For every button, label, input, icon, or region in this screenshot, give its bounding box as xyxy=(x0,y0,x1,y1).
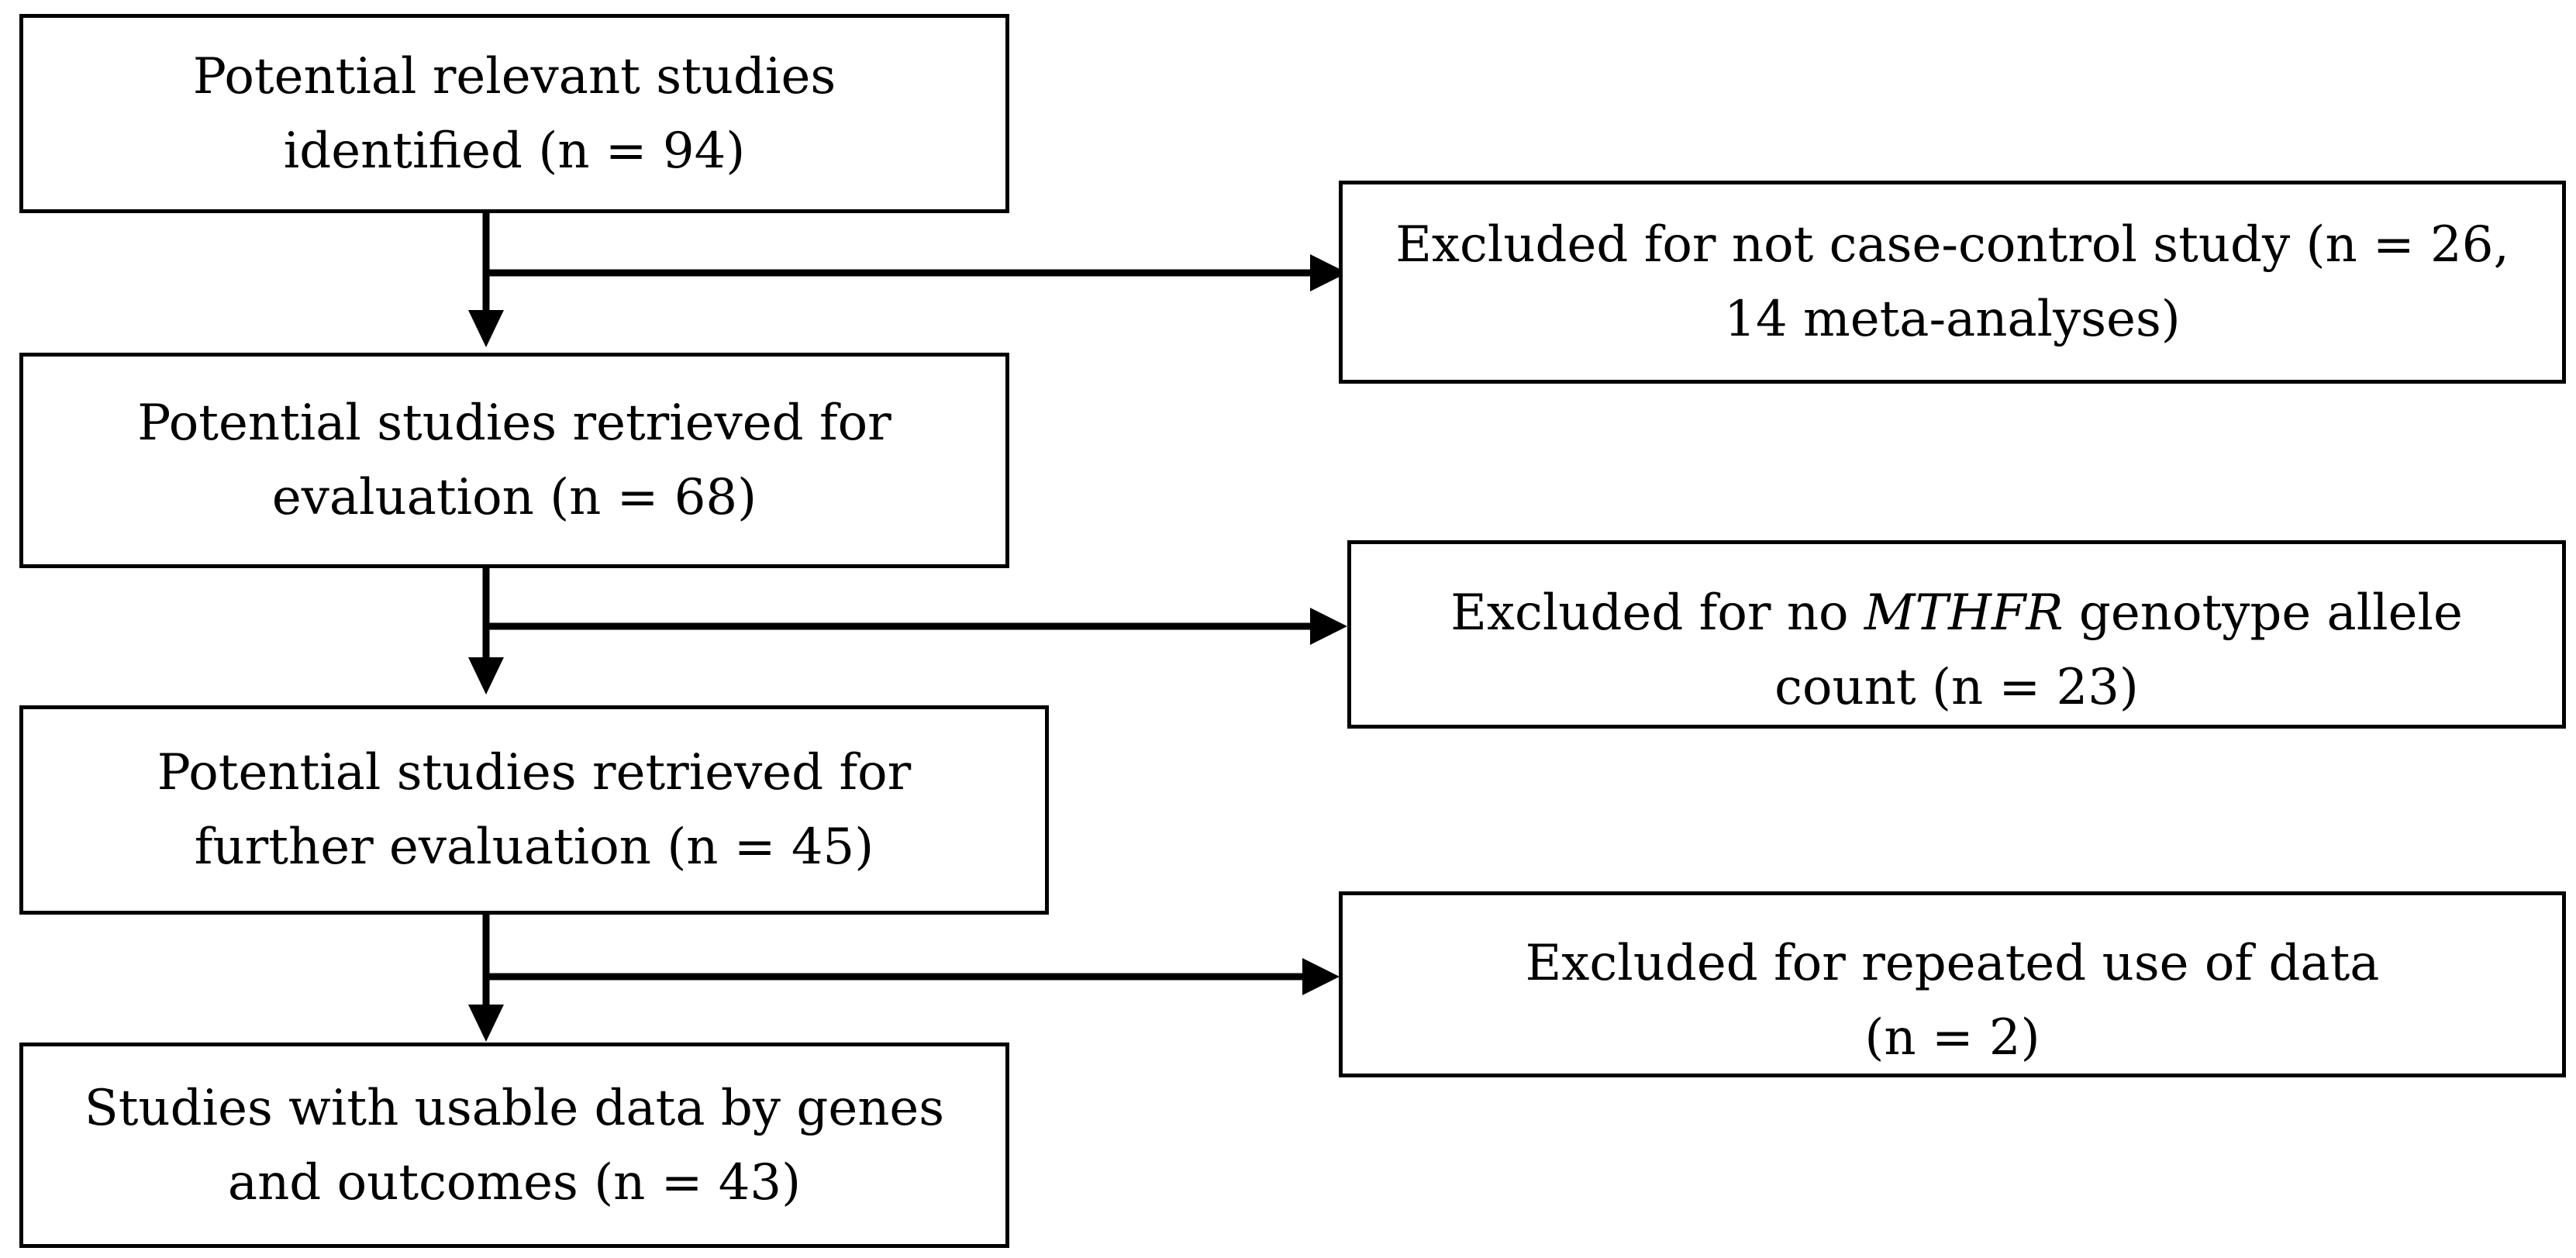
step-3-line-2: further evaluation (n = 45) xyxy=(194,819,874,876)
exclusion-3-line-1: Excluded for repeated use of data xyxy=(1525,935,2380,992)
step-3-line-1: Potential studies retrieved for xyxy=(157,744,912,801)
step-4-line-1: Studies with usable data by genes xyxy=(84,1079,945,1137)
arrowhead-down-2 xyxy=(468,657,504,694)
step-2-line-1: Potential studies retrieved for xyxy=(137,395,891,452)
exclusion-2-text-pre: Excluded for no xyxy=(1450,584,1864,642)
exclusion-3-line-2: (n = 2) xyxy=(1864,1009,2040,1067)
step-2-line-2: evaluation (n = 68) xyxy=(271,469,757,526)
arrowhead-right-2 xyxy=(1310,608,1347,645)
arrowhead-down-1 xyxy=(468,310,504,347)
exclusion-2-gene-name: MTHFR xyxy=(1864,584,2064,642)
exclusion-box-repeated-data: Excluded for repeated use of data (n = 2… xyxy=(1339,891,2566,1077)
arrowhead-down-3 xyxy=(468,1005,504,1042)
step-1-line-2: identified (n = 94) xyxy=(283,122,746,180)
arrowhead-right-3 xyxy=(1302,958,1340,995)
step-box-identified: Potential relevant studies identified (n… xyxy=(19,14,1009,213)
step-4-line-2: and outcomes (n = 43) xyxy=(227,1153,802,1211)
exclusion-box-not-case-control: Excluded for not case-control study (n =… xyxy=(1339,181,2566,384)
exclusion-box-no-genotype: Excluded for no MTHFR genotype allele co… xyxy=(1347,540,2566,729)
arrowhead-right-1 xyxy=(1310,254,1347,291)
step-box-usable-data: Studies with usable data by genes and ou… xyxy=(19,1043,1009,1248)
step-1-line-1: Potential relevant studies xyxy=(192,47,836,105)
exclusion-1-line-1: Excluded for not case-control study (n =… xyxy=(1395,216,2509,274)
exclusion-1-line-2: 14 meta-analyses) xyxy=(1724,291,2181,348)
step-box-retrieved: Potential studies retrieved for evaluati… xyxy=(19,353,1009,568)
exclusion-2-line-2: count (n = 23) xyxy=(1774,659,2139,716)
exclusion-2-line-1: Excluded for no MTHFR genotype allele xyxy=(1450,576,2463,650)
step-box-further-evaluation: Potential studies retrieved for further … xyxy=(19,705,1049,915)
exclusion-2-text-post: genotype allele xyxy=(2063,584,2463,642)
